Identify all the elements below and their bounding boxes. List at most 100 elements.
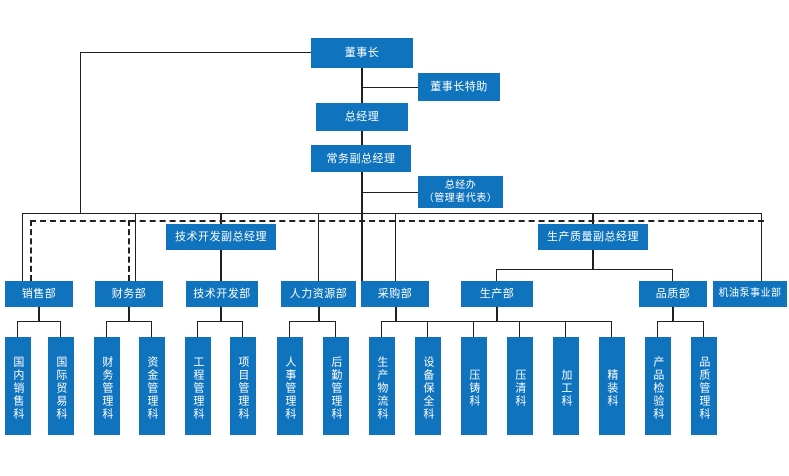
node-dept-quality[interactable]: 品质部 (639, 281, 707, 307)
node-section-equipment-maintenance[interactable]: 设备保全科 (415, 337, 441, 435)
node-section-personnel-management[interactable]: 人事管理科 (277, 337, 303, 435)
connector-sales-bus (17, 321, 61, 322)
node-gm-office[interactable]: 总经办 （管理者代表） (418, 176, 503, 208)
connector-hr-bus (289, 321, 336, 322)
node-dept-quality-label: 品质部 (655, 287, 691, 301)
connector-dashed-to-finance (128, 220, 130, 281)
node-section-domestic-sales[interactable]: 国内销售科 (5, 337, 31, 435)
node-section-project-management-label: 项目管理科 (236, 355, 250, 421)
node-section-production-logistics[interactable]: 生产物流科 (369, 337, 395, 435)
connector-hr-to-logistics (335, 321, 336, 337)
connector-hr-to-personnel (289, 321, 290, 337)
node-dept-finance-label: 财务部 (111, 287, 147, 301)
connector-quality-to-quality-mgmt (703, 321, 704, 337)
node-section-machining[interactable]: 加工科 (553, 337, 579, 435)
node-section-production-logistics-label: 生产物流科 (375, 355, 389, 421)
node-dept-production[interactable]: 生产部 (461, 281, 533, 307)
connector-finance-bus (106, 321, 152, 322)
node-section-product-inspection-label: 产品检验科 (651, 355, 665, 421)
node-section-product-inspection[interactable]: 产品检验科 (645, 337, 671, 435)
node-section-equipment-maintenance-label: 设备保全科 (421, 355, 435, 421)
node-executive-deputy-gm-label: 常务副总经理 (326, 151, 396, 165)
connector-to-production-logistics (381, 321, 382, 337)
node-section-quality-management[interactable]: 品质管理科 (691, 337, 717, 435)
node-section-engineering-management[interactable]: 工程管理科 (185, 337, 211, 435)
node-tech-dev-deputy-gm[interactable]: 技术开发副总经理 (166, 224, 276, 250)
node-section-engineering-management-label: 工程管理科 (191, 355, 205, 421)
connector-finance-to-finance-mgmt (106, 321, 107, 337)
node-section-project-management[interactable]: 项目管理科 (230, 337, 256, 435)
node-dept-tech-dev[interactable]: 技术开发部 (186, 281, 258, 307)
node-executive-deputy-gm[interactable]: 常务副总经理 (311, 145, 411, 172)
connector-tech-dev-stem (220, 307, 222, 322)
node-chairman-assistant-label: 董事长特助 (430, 80, 488, 94)
node-section-international-trade-label: 国际贸易科 (54, 355, 68, 421)
node-dept-purchasing[interactable]: 采购部 (361, 281, 429, 307)
node-section-international-trade[interactable]: 国际贸易科 (48, 337, 74, 435)
connector-quality-bus (657, 321, 703, 322)
node-dept-purchasing-label: 采购部 (377, 287, 413, 301)
connector-tech-dev-to-engineering (197, 321, 198, 337)
node-prod-quality-deputy-gm[interactable]: 生产质量副总经理 (538, 224, 648, 250)
node-general-manager-label: 总经理 (344, 110, 380, 124)
node-dept-sales-label: 销售部 (21, 287, 57, 301)
connector-tech-dev-bus (197, 321, 243, 322)
connector-gm-to-executive-deputy (361, 131, 363, 145)
node-general-manager[interactable]: 总经理 (316, 103, 408, 131)
node-section-die-casting[interactable]: 压铸科 (461, 337, 487, 435)
connector-tech-dev-deputy-to-dept (220, 250, 222, 281)
node-dept-hr-label: 人力资源部 (289, 287, 348, 301)
node-section-funds-management[interactable]: 资金管理科 (139, 337, 165, 435)
node-dept-oil-pump-division[interactable]: 机油泵事业部 (713, 281, 787, 307)
connector-chairman-to-gm (361, 68, 363, 103)
node-chairman[interactable]: 董事长 (311, 38, 413, 68)
node-prod-quality-deputy-gm-label: 生产质量副总经理 (547, 230, 639, 244)
node-section-fine-assembly[interactable]: 精装科 (599, 337, 625, 435)
node-section-pressure-cleaning[interactable]: 压清科 (507, 337, 533, 435)
connector-chairman-left-horizontal (80, 52, 312, 53)
connector-prod-quality-children-bus (496, 269, 673, 270)
connector-production-sections-bus (381, 321, 611, 322)
connector-level4-bus-right-end (761, 213, 762, 281)
connector-chairman-to-assistant (362, 87, 419, 88)
node-section-funds-management-label: 资金管理科 (145, 355, 159, 421)
connector-quality-to-product-inspection (657, 321, 658, 337)
node-section-machining-label: 加工科 (559, 368, 573, 408)
node-gm-office-label-line1: 总经办 (444, 179, 477, 191)
connector-to-equipment-maintenance (427, 321, 428, 337)
connector-purchasing-stem (395, 307, 397, 322)
connector-bus-to-hr (318, 213, 319, 281)
node-chairman-assistant[interactable]: 董事长特助 (418, 73, 500, 101)
connector-quality-stem (672, 307, 674, 322)
node-section-finance-management[interactable]: 财务管理科 (94, 337, 120, 435)
connector-finance-stem (128, 307, 130, 322)
node-section-fine-assembly-label: 精装科 (605, 368, 619, 408)
node-tech-dev-deputy-gm-label: 技术开发副总经理 (175, 230, 267, 244)
connector-sales-stem (38, 307, 40, 322)
connector-sales-to-domestic (17, 321, 18, 337)
node-section-domestic-sales-label: 国内销售科 (11, 355, 25, 421)
connector-bus-to-finance (135, 213, 136, 281)
connector-hr-stem (318, 307, 320, 322)
connector-executive-deputy-to-gm-office (362, 192, 419, 193)
connector-to-fine-assembly (611, 321, 612, 337)
connector-chairman-left-vertical (80, 52, 81, 214)
connector-sales-to-international (60, 321, 61, 337)
node-section-logistics-management[interactable]: 后勤管理科 (323, 337, 349, 435)
connector-prod-quality-deputy-down (592, 250, 594, 270)
node-dept-oil-pump-division-label: 机油泵事业部 (718, 287, 782, 299)
connector-production-stem (496, 307, 498, 322)
connector-to-die-casting (473, 321, 474, 337)
node-section-quality-management-label: 品质管理科 (697, 355, 711, 421)
connector-bus-to-prod-quality-deputy (592, 213, 594, 224)
connector-level4-bus-left-end (22, 213, 23, 281)
connector-bus-to-tech-dev-deputy (220, 213, 222, 224)
connector-to-pressure-cleaning (519, 321, 520, 337)
node-section-finance-management-label: 财务管理科 (100, 355, 114, 421)
node-dept-hr[interactable]: 人力资源部 (281, 281, 356, 307)
connector-dashed-to-sales (30, 220, 32, 281)
node-dept-finance[interactable]: 财务部 (95, 281, 163, 307)
node-dept-sales[interactable]: 销售部 (5, 281, 73, 307)
node-section-logistics-management-label: 后勤管理科 (329, 355, 343, 421)
connector-bus-to-purchasing (395, 213, 396, 281)
